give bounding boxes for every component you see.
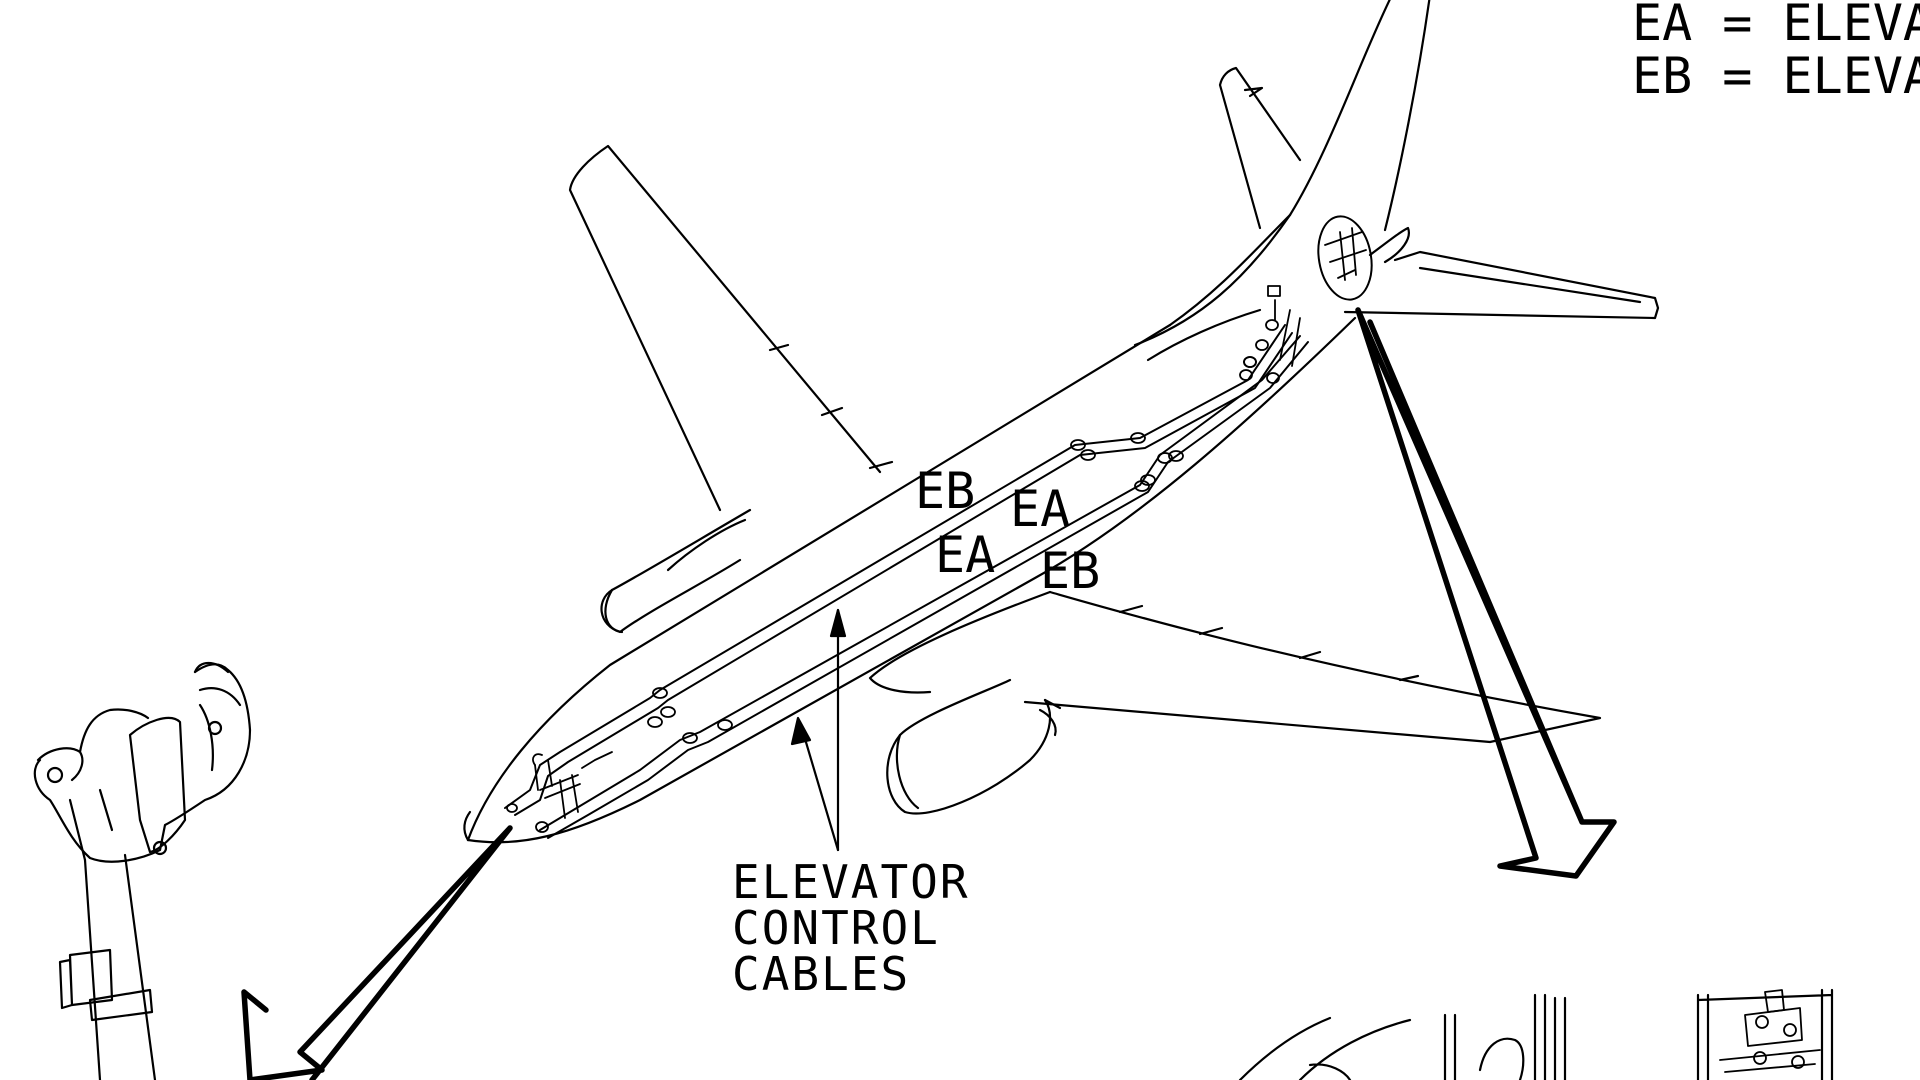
left-horizontal-stabilizer [1218, 66, 1302, 230]
cable-label-ea-upper: EA [1010, 480, 1070, 538]
column-shaft [83, 853, 157, 1080]
left-wing-flap-marks [768, 343, 894, 470]
column-collar-2 [88, 988, 154, 1022]
tail-bulge [1146, 308, 1262, 362]
fragment-cylinder [1478, 1037, 1525, 1080]
detail-arrow-aft [1355, 307, 1617, 879]
right-wing [1023, 590, 1602, 744]
cable-label-eb-upper: EB [915, 462, 975, 520]
right-wing-flap-marks [1118, 604, 1420, 682]
aircraft-outline [463, 0, 1660, 844]
leader-vertical-head [829, 608, 847, 638]
legend-ea-line: EA = ELEVA [1632, 0, 1920, 52]
cable-labels: EB EA EA EB [915, 462, 1100, 600]
column-side-detail [68, 788, 114, 862]
cable-pulleys [506, 319, 1280, 833]
cable-runs [504, 215, 1373, 839]
callout-line-2: CONTROL [732, 901, 940, 955]
right-engine [886, 678, 1062, 815]
wheel-button-3 [46, 766, 64, 784]
leader-diagonal-head [790, 716, 812, 746]
cable-ea-upper [514, 332, 1293, 816]
wheel-horn-right [193, 661, 242, 772]
fragment-mechanism [1719, 989, 1821, 1073]
fragment-curves [1238, 1016, 1412, 1080]
left-engine [600, 508, 752, 634]
cable-label-eb-lower: EB [1040, 542, 1100, 600]
wheel-button [207, 720, 223, 736]
detail-arrow-forward [241, 825, 513, 1080]
vertical-stabilizer [1168, 0, 1431, 327]
fuselage-lower [466, 316, 1357, 844]
callout-line-3: CABLES [732, 947, 910, 1001]
callout-text: ELEVATOR CONTROL CABLES [732, 855, 970, 1001]
fragment-frame-right [1696, 988, 1834, 1080]
cable-eb-lower [547, 341, 1309, 839]
aft-detail-fragments [1238, 988, 1834, 1080]
control-wheel [33, 663, 252, 863]
leader-diagonal [798, 720, 840, 852]
control-column-detail [33, 661, 252, 1080]
callout-leaders [790, 608, 847, 852]
tail-cone [1368, 226, 1410, 264]
fragment-rails [1443, 993, 1567, 1080]
wheel-horn-left [36, 708, 150, 782]
left-hstab-mark [1243, 86, 1264, 98]
legend: EA = ELEVA EB = ELEVA [1632, 0, 1920, 105]
nose [463, 810, 472, 842]
legend-eb-line: EB = ELEVA [1632, 47, 1920, 105]
forward-control-quadrant [532, 751, 613, 819]
callout-line-1: ELEVATOR [732, 855, 970, 909]
aft-quadrant-circle [1267, 215, 1373, 367]
fuselage-upper [466, 323, 1172, 842]
cable-label-ea-lower: EA [935, 526, 995, 584]
cable-eb-upper [504, 324, 1286, 809]
wheel-button-2 [152, 840, 168, 856]
aft-fuselage-upper [1133, 213, 1292, 347]
right-horizontal-stabilizer [1343, 250, 1660, 320]
column-collar [58, 948, 114, 1010]
left-wing [568, 144, 882, 512]
wheel-hub [128, 716, 187, 854]
right-hstab-line [1418, 266, 1642, 304]
cable-ea-lower [539, 335, 1301, 831]
right-wing-root [868, 590, 1052, 694]
